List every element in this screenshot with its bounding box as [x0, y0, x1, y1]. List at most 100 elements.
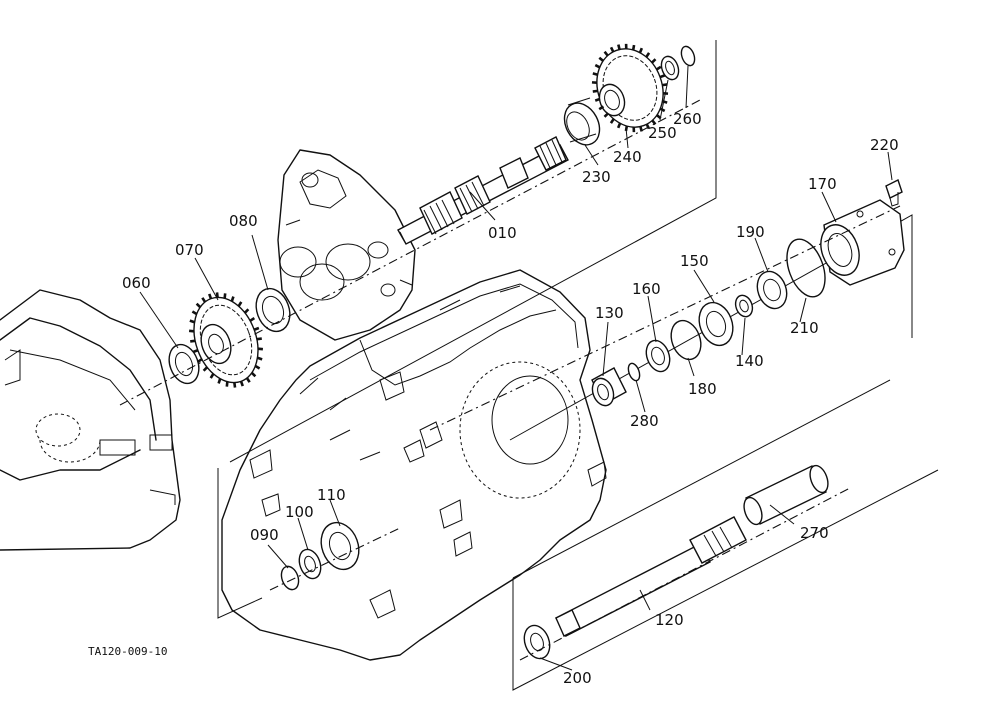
- gear-240-teeth-tooth: [662, 99, 668, 104]
- label-240: 240: [613, 148, 642, 166]
- diagram-code: TA120-009-10: [88, 645, 167, 658]
- gear-240-teeth-tooth: [639, 126, 643, 132]
- gear-070-teeth-tooth: [237, 301, 243, 307]
- gear-240-teeth-tooth: [592, 89, 598, 93]
- snap-ring-180: [670, 319, 702, 361]
- label-060: 060: [122, 274, 151, 292]
- bearing-080: [255, 287, 291, 333]
- frame-lower-group: [512, 469, 939, 691]
- gear-240-teeth-tooth: [609, 118, 615, 124]
- gear-070-teeth-tooth: [256, 337, 262, 341]
- gear-240-teeth-tooth: [655, 65, 662, 71]
- gear-070-teeth: [188, 292, 264, 388]
- gear-070-teeth-tooth: [250, 371, 257, 378]
- label-210: 210: [790, 319, 819, 337]
- gear-240-teeth: [591, 43, 669, 133]
- gear-240-teeth-tooth: [594, 63, 601, 69]
- gear-240-teeth-tooth: [594, 97, 601, 102]
- upper-cover-plate: [277, 149, 416, 341]
- gear-240-teeth-tooth: [638, 47, 644, 54]
- gear-240-teeth-tooth: [651, 58, 657, 64]
- bearing-150: [698, 301, 734, 347]
- leader-lines: [139, 65, 893, 671]
- bearing-110: [320, 521, 360, 571]
- gear-240-teeth-tooth: [603, 112, 609, 118]
- o-ring-210: [786, 238, 826, 298]
- label-080: 080: [229, 212, 258, 230]
- gear-240-teeth-tooth: [656, 114, 662, 120]
- label-160: 160: [632, 280, 661, 298]
- gear-240-teeth-tooth: [609, 46, 615, 53]
- gear-240-teeth-tooth: [631, 44, 636, 51]
- label-280: 280: [630, 412, 659, 430]
- label-110: 110: [317, 486, 346, 504]
- gear-070-teeth-tooth: [208, 293, 213, 300]
- gear-070-teeth-tooth: [230, 296, 235, 302]
- label-010: 010: [488, 224, 517, 242]
- snap-ring-260: [680, 45, 696, 67]
- gear-070-teeth-tooth: [254, 364, 261, 370]
- gear-070-teeth-tooth: [201, 297, 207, 303]
- label-260: 260: [673, 110, 702, 128]
- gear-070-teeth-tooth: [215, 292, 219, 298]
- gear-240-teeth-tooth: [603, 50, 609, 57]
- collar-140: [734, 294, 754, 318]
- seal-200: [523, 624, 551, 660]
- gear-070-teeth-tooth: [202, 366, 209, 372]
- bearing-230: [563, 97, 601, 146]
- gear-070-teeth-tooth: [189, 319, 195, 324]
- label-170: 170: [808, 175, 837, 193]
- label-100: 100: [285, 503, 314, 521]
- bolt-220: [885, 179, 903, 207]
- left-transmission-housing: [0, 289, 181, 551]
- gear-070-teeth-tooth: [191, 310, 198, 316]
- gear-070-teeth-tooth: [245, 377, 251, 383]
- gear-070-teeth-tooth: [192, 349, 199, 354]
- gear-070-teeth-tooth: [243, 308, 250, 314]
- label-130: 130: [595, 304, 624, 322]
- gear-070-teeth-tooth: [209, 373, 215, 379]
- label-140: 140: [735, 352, 764, 370]
- frame-right-group: [509, 214, 913, 441]
- gear-070-teeth-tooth: [257, 356, 263, 361]
- shaft-120: [555, 516, 747, 637]
- gear-240-teeth-tooth: [616, 122, 622, 129]
- gear-240-teeth-tooth: [651, 119, 657, 126]
- collar-270: [743, 464, 829, 526]
- gear-070-teeth-tooth: [233, 382, 237, 388]
- frame-lower-top: [512, 379, 891, 579]
- gear-070-teeth-tooth: [196, 358, 203, 364]
- label-250: 250: [648, 124, 677, 142]
- part-labels: 010 060 070 080 090 100 110 120 130 140 …: [122, 110, 899, 687]
- gear-240-teeth-tooth: [659, 107, 666, 113]
- gear-070-teeth-tooth: [239, 380, 244, 387]
- gear-240-teeth-tooth: [598, 105, 605, 111]
- snap-ring-280: [627, 362, 641, 382]
- gear-240-teeth-tooth: [592, 72, 598, 77]
- label-270: 270: [800, 524, 829, 542]
- snap-ring-090: [280, 565, 300, 591]
- collar-100: [298, 548, 322, 580]
- gear-240-teeth-tooth: [617, 44, 621, 50]
- gear-240: [596, 48, 664, 128]
- gear-240-teeth-tooth: [662, 83, 668, 87]
- bearing-190: [756, 270, 788, 310]
- frame-upper-shaft-group: [217, 468, 263, 619]
- centerline-lower-left: [269, 527, 401, 591]
- gear-240-teeth-tooth: [659, 74, 666, 79]
- label-070: 070: [175, 241, 204, 259]
- label-090: 090: [250, 526, 279, 544]
- gear-240-teeth-tooth: [598, 56, 604, 62]
- gear-070-teeth-tooth: [253, 326, 260, 331]
- label-220: 220: [870, 136, 899, 154]
- gear-240-teeth-tooth: [645, 52, 651, 58]
- label-190: 190: [736, 223, 765, 241]
- collar-130: [591, 367, 627, 407]
- gear-070-teeth-tooth: [190, 339, 196, 343]
- centerline-right: [429, 205, 901, 431]
- label-180: 180: [688, 380, 717, 398]
- gear-240-teeth-tooth: [645, 123, 651, 130]
- gear-070-teeth-tooth: [249, 316, 256, 322]
